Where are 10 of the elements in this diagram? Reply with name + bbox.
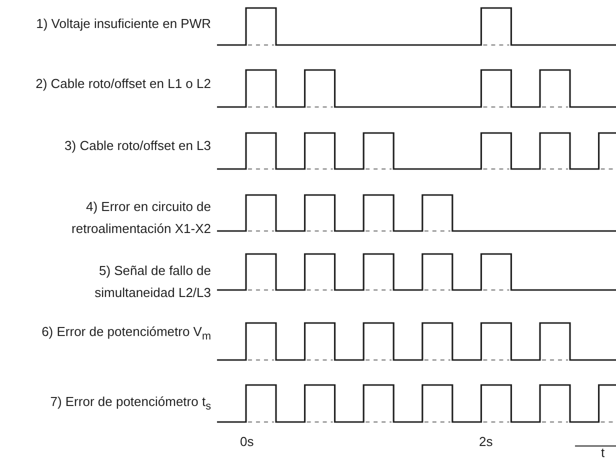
axis-label: t	[601, 446, 605, 459]
signal-label: 1) Voltaje insuficiente en PWR	[36, 15, 211, 33]
signal-label: 7) Error de potenciómetro t$_{s}$	[50, 393, 211, 415]
time-label: 0s	[240, 435, 254, 449]
signal-label: 4) Error en circuito de retroalimentación X1-X2	[70, 198, 211, 238]
signal-label: 5) Señal de fallo de simultaneidad L2/L3	[94, 262, 211, 302]
signal-label: 2) Cable roto/offset en L1 o L2	[36, 75, 211, 93]
signal-label: 3) Cable roto/offset en L3	[64, 137, 211, 155]
signal-label: 6) Error de potenciómetro V$_{m}$	[42, 323, 211, 345]
time-label: 2s	[479, 435, 493, 449]
